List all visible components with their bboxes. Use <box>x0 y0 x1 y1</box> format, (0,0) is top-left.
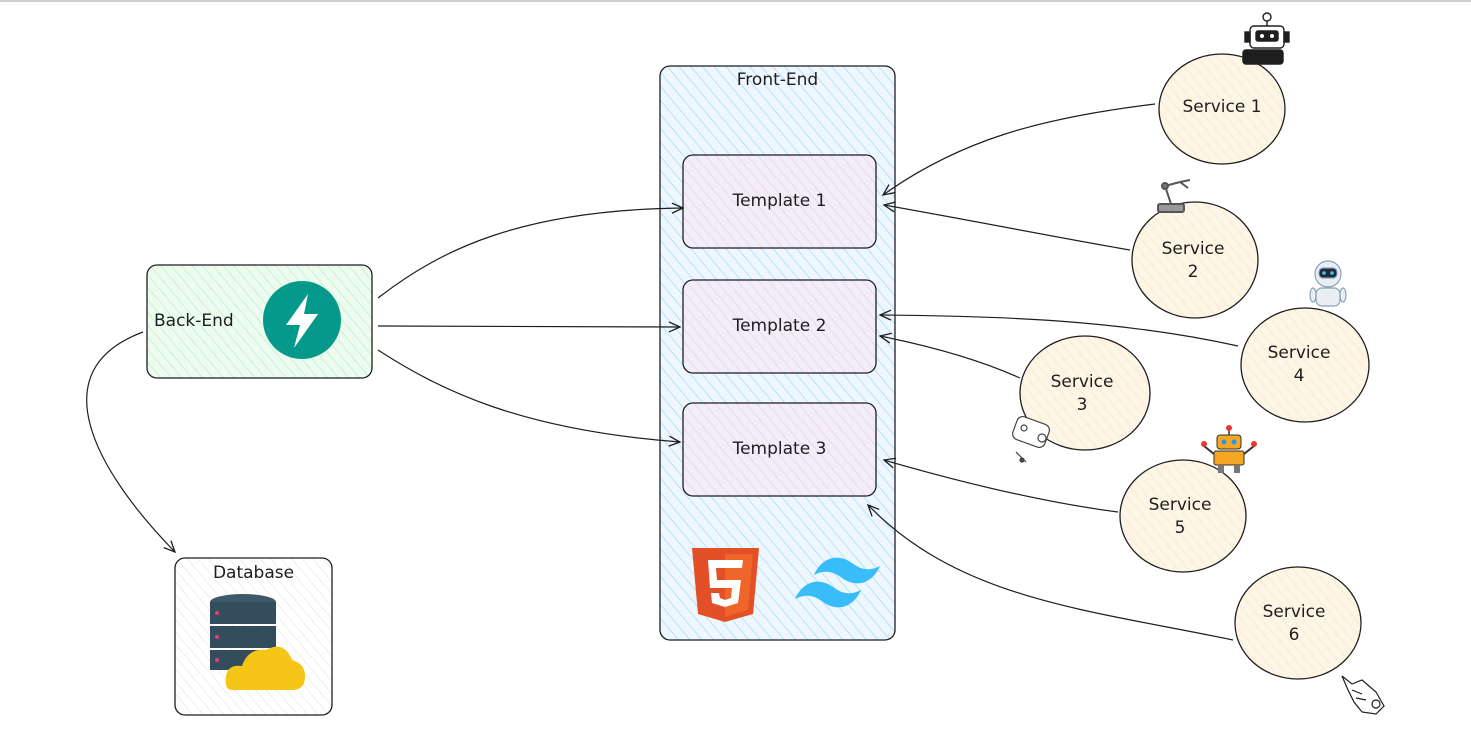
top-border <box>0 0 1471 2</box>
service-circle-6 <box>1234 566 1362 680</box>
service-label-1: Service 1 <box>1167 96 1277 119</box>
frontend-title: Front-End <box>736 70 819 90</box>
robot-hand-icon <box>1341 675 1385 715</box>
service-label-4: Service 4 <box>1244 342 1354 388</box>
template-label-3: Template 3 <box>732 439 827 459</box>
service-label-5-line2: 5 <box>1174 518 1186 538</box>
service-label-5: Service 5 <box>1125 494 1235 540</box>
arrow-backend-template3 <box>377 349 682 447</box>
service-label-6: Service 6 <box>1239 601 1349 647</box>
robot-vacuum-icon <box>1012 415 1050 463</box>
service-circle-1 <box>1158 53 1286 165</box>
service-label-5-line1: Service <box>1148 495 1212 515</box>
database-cloud-icon <box>210 594 306 690</box>
template-box-1 <box>682 154 877 249</box>
arrow-service2-template1 <box>882 201 1131 251</box>
service-label-2-line2: 2 <box>1187 262 1199 282</box>
database-label: Database <box>212 563 295 583</box>
service-label-2: Service 2 <box>1138 238 1248 284</box>
arrow-backend-template2 <box>377 321 682 333</box>
arrow-backend-template1 <box>377 202 685 299</box>
tailwind-icon <box>795 557 880 608</box>
template-box-3 <box>682 402 877 497</box>
service-circle-5 <box>1119 459 1247 573</box>
service-circle-2 <box>1131 201 1259 319</box>
arrow-service5-template3 <box>882 457 1119 513</box>
arrow-service6-template3 <box>866 503 1234 641</box>
backend-label: Back-End <box>154 311 234 331</box>
retro-robot-icon <box>1201 425 1257 473</box>
robot-arm-icon <box>1157 179 1191 213</box>
template-label-1: Template 1 <box>732 191 827 211</box>
service-label-3-line2: 3 <box>1076 395 1088 415</box>
arrow-backend-database <box>86 331 177 554</box>
fastapi-icon <box>263 281 341 359</box>
template-label-2: Template 2 <box>732 316 827 336</box>
service-label-3-line1: Service <box>1050 372 1114 392</box>
service-circle-4 <box>1240 307 1370 423</box>
service-label-1-line1: Service 1 <box>1182 97 1262 117</box>
robot-icon <box>1242 12 1290 65</box>
service-label-6-line2: 6 <box>1288 625 1300 645</box>
service-label-6-line1: Service <box>1262 602 1326 622</box>
template-box-2 <box>682 279 877 374</box>
service-circle-3 <box>1019 335 1151 451</box>
service-label-2-line1: Service <box>1161 239 1225 259</box>
arrow-service3-template2 <box>878 332 1021 379</box>
service-label-3: Service 3 <box>1027 371 1137 417</box>
html5-icon <box>692 548 759 622</box>
arrow-service4-template2 <box>878 309 1239 347</box>
ai-robot-icon <box>1309 260 1347 307</box>
service-label-4-line1: Service <box>1267 343 1331 363</box>
arrow-service1-template1 <box>881 103 1156 196</box>
service-label-4-line2: 4 <box>1293 366 1305 386</box>
